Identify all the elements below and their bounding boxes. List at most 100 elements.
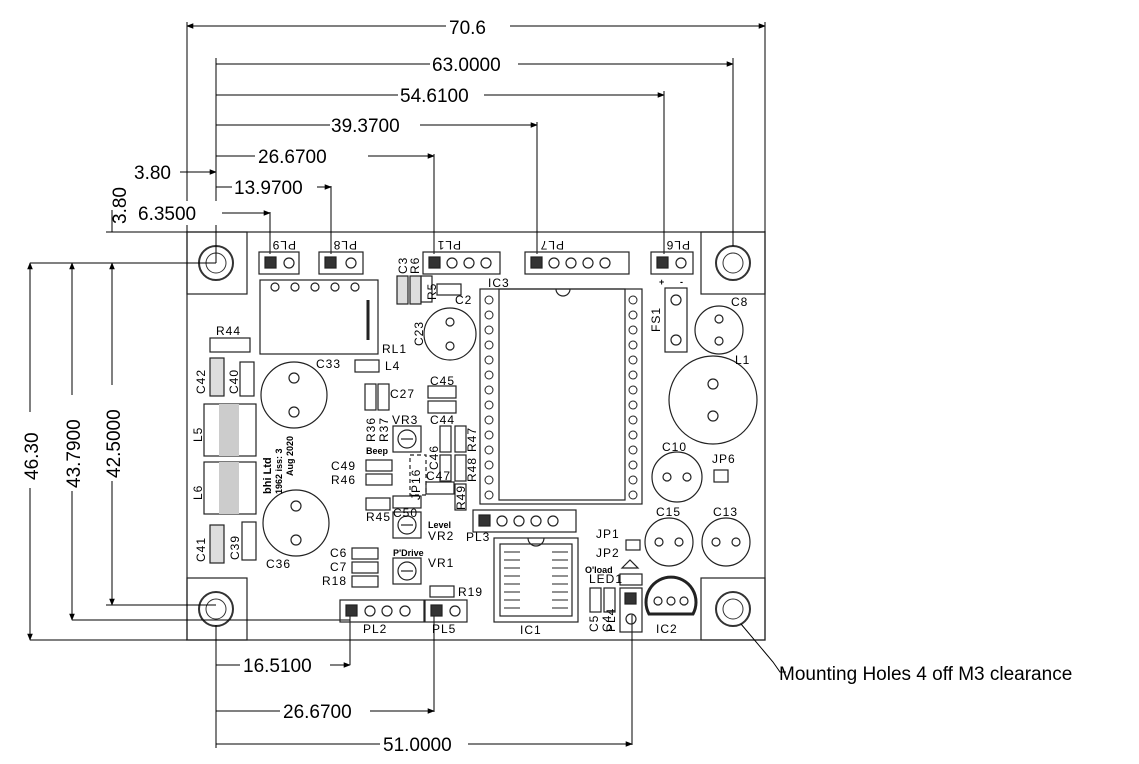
label-maker: bhi Ltd [262,457,274,494]
capacitor-c13 [701,517,751,567]
label-c36: C36 [266,557,291,571]
label-oload: O'load [585,565,613,575]
label-fs1: FS1 [649,307,663,332]
label-jp2: JP2 [596,546,620,560]
label-r47: R47 [465,427,479,452]
trimmer-vr1 [397,561,417,581]
label-l5: L5 [191,427,205,442]
label-pl8: PL8 [333,238,357,252]
label-c4: C4 [600,615,614,632]
dim-hole-offset-x: 3.80 [134,163,171,184]
dim-pl1-x: 26.6700 [258,147,327,168]
mounting-holes-note: Mounting Holes 4 off M3 clearance [779,664,1072,685]
label-r36: R36 [364,417,378,442]
dim-pl4-x: 51.0000 [383,735,452,756]
connector-pl7 [524,251,630,275]
label-c6: C6 [330,546,347,560]
label-c44: C44 [430,413,455,427]
label-pl7: PL7 [540,238,564,252]
label-c8: C8 [731,295,748,309]
label-r37: R37 [377,417,391,442]
label-l6: L6 [191,485,205,500]
label-issue: 1962 iss: 3 [274,448,284,494]
connector-pl1 [422,251,501,275]
regulator-ic2 [644,575,698,616]
capacitor-c8 [694,305,744,355]
label-pdrive: P'Drive [393,548,424,558]
label-r18: R18 [322,574,347,588]
label-r46: R46 [331,473,356,487]
dim-hole-pitch-x: 63.0000 [432,55,501,76]
label-plus-fs1: + [659,277,664,287]
connector-pl4 [619,587,643,633]
dim-pl2-x: 16.5100 [243,656,312,677]
label-c40: C40 [227,369,241,394]
dim-overall-height: 46.30 [22,432,43,480]
label-c50: C50 [393,506,418,520]
dim-pl9-x: 6.3500 [138,204,196,225]
label-led1: LED1 [589,572,623,586]
label-c23: C23 [412,321,426,346]
connector-pl5 [424,599,468,623]
capacitor-c33 [260,361,328,429]
label-ic2: IC2 [656,622,678,636]
dim-pl7-x: 39.3700 [331,116,400,137]
label-level: Level [428,520,451,530]
connector-pl9 [258,251,300,275]
label-pl1: PL1 [437,238,461,252]
label-date: Aug 2020 [285,436,295,476]
dim-hole-offset-y: 3.80 [110,187,131,224]
label-r49: R49 [454,485,468,510]
dim-overall-width: 70.6 [449,18,486,39]
label-pl6: PL6 [666,238,690,252]
label-pl9: PL9 [272,238,296,252]
mounting-pad-bottom-left [186,577,248,641]
label-vr1: VR1 [428,556,454,570]
label-c13: C13 [713,505,738,519]
connector-pl6 [650,251,694,275]
label-c10: C10 [662,440,687,454]
label-r5: R5 [425,283,439,300]
dim-pl2-y: 43.7900 [64,419,85,488]
component-labels: RL1 R44 C42 C40 C33 L5 L6 C41 C39 C36 C3… [191,257,750,637]
label-jp16: JP16 [409,469,423,500]
capacitor-c36 [262,489,330,557]
dim-pl5-x: 26.6700 [283,702,352,723]
label-l1: L1 [735,353,750,367]
label-c3: C3 [396,257,410,274]
connectors [258,251,694,633]
label-c39: C39 [228,535,242,560]
label-r44: R44 [216,324,241,338]
label-c27: C27 [390,387,415,401]
label-rl1: RL1 [382,342,407,356]
connector-pl8 [318,251,364,275]
dim-hole-pitch-y: 42.5000 [104,409,125,478]
trimmer-vr3 [397,429,417,449]
label-pl5: PL5 [432,622,456,636]
silkscreen-notes: Beep Level P'Drive O'load + - bhi Ltd 19… [262,277,683,575]
mounting-hole-br [715,591,751,627]
fuse-fs1 [664,287,688,353]
capacitor-c2 [423,307,477,361]
label-c7: C7 [330,560,347,574]
label-c46: C46 [427,445,441,470]
capacitor-c10 [651,451,703,503]
label-pl2: PL2 [363,622,387,636]
label-beep: Beep [366,446,389,456]
label-c41: C41 [194,537,208,562]
components [203,275,758,623]
label-c42: C42 [194,369,208,394]
mounting-pad-bottom-right [700,577,766,641]
label-pl3: PL3 [466,530,490,544]
label-r48: R48 [465,457,479,482]
label-c5: C5 [587,615,601,632]
label-jp1: JP1 [596,527,620,541]
connector-labels: PL9 PL8 PL1 PL7 PL6 PL2 PL5 PL3 PL4 [272,238,690,636]
dim-pl6-x: 54.6100 [400,86,469,107]
label-r19: R19 [458,585,483,599]
label-c47: C47 [426,469,451,483]
inductor-l1 [668,355,758,445]
dimension-labels: 70.6 63.0000 54.6100 39.3700 26.6700 13.… [18,14,1072,756]
label-ic3: IC3 [488,276,510,290]
